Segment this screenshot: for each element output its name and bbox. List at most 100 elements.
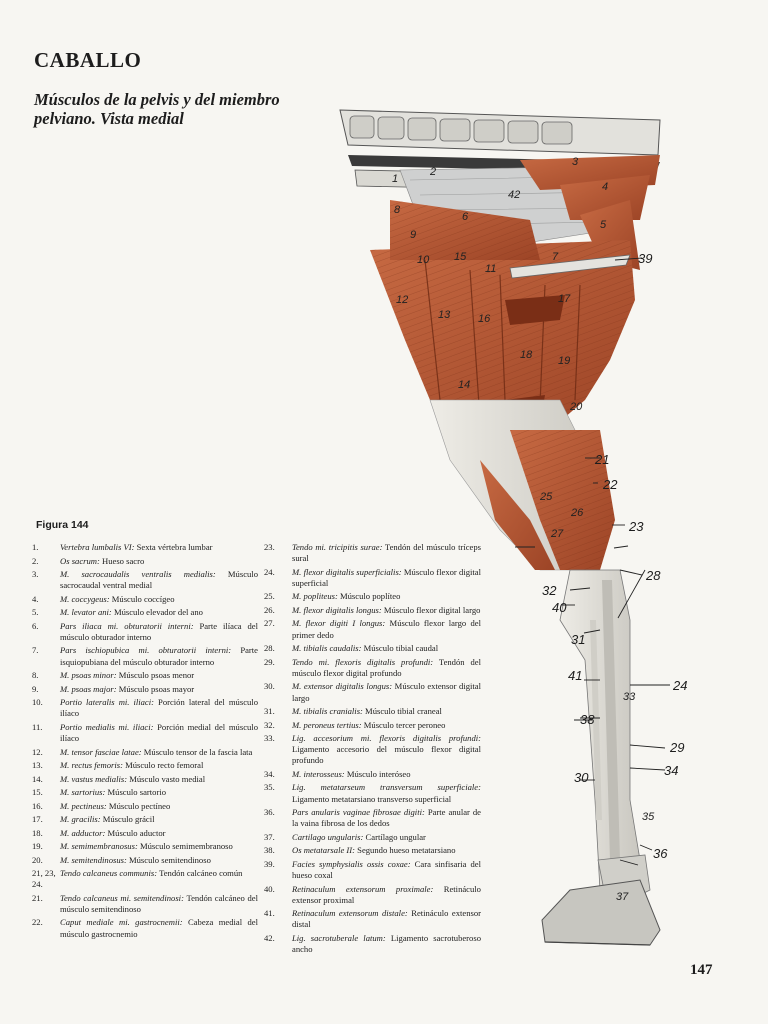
legend-latin-term: M. tensor fasciae latae: [60,746,142,757]
page-title: CABALLO [34,48,142,72]
legend-latin-term: M. flexor digiti I longus: [292,618,386,629]
callout-29: 29 [669,740,684,755]
legend-spanish-term: Retináculo extensor proximal [292,883,481,905]
legend-number: 24. [264,566,275,577]
legend-number: 5. [32,607,39,618]
legend-latin-term: Cartilago ungularis: [292,831,364,842]
legend-spanish-term: Músculo vasto medial [127,773,206,784]
callout-5: 5 [600,219,607,231]
legend-spanish-term: Retináculo extensor distal [292,908,482,930]
callout-17: 17 [558,293,571,305]
callout-15: 15 [454,251,467,263]
legend-spanish-term: Parte anular de la vaina fibrosa de los … [292,807,482,829]
legend-latin-term: M. flexor digitalis longus: [292,604,382,615]
legend-column-left: 1.Vertebra lumbalis VI: Sexta vértebra l… [32,542,258,942]
legend-entry: 10. Portio lateralis mi. iliaci: Porción … [32,697,258,719]
legend-entry: 42.Lig. sacrotuberale latum: Ligamento s… [264,933,481,955]
legend-number: 12. [32,746,43,757]
legend-spanish-term: Músculo semitendinoso [126,854,211,865]
legend-text: Vertebra lumbalis VI: Sexta vértebra lum… [60,542,258,553]
legend-entry: 26.M. flexor digitalis longus: Músculo f… [264,605,481,616]
callout-34: 34 [664,763,678,778]
legend-spanish-term: Ligamento accesorio del músculo flexor d… [292,744,481,766]
legend-latin-term: Tendo mi. flexoris digitalis profundi: [292,656,434,667]
legend-spanish-term: Segundo hueso metatarsiano [355,845,456,856]
legend-spanish-term: Músculo interóseo [344,768,411,779]
legend-text: M. levator ani: Músculo elevador del ano [60,607,258,618]
legend-number: 26. [264,604,275,615]
legend-entry: 21.Tendo calcaneus mi. semitendinosi: Te… [32,893,258,915]
legend-number: 19. [32,841,43,852]
callout-40: 40 [552,600,567,615]
legend-text: Lig. metatarseum transversum superficial… [292,782,481,804]
legend-entry: 2.Os sacrum: Hueso sacro [32,556,258,567]
legend-text: M. vastus medialis: Músculo vasto medial [60,774,258,785]
legend-spanish-term: Ligamento sacrotuberoso ancho [292,932,481,955]
callout-1: 1 [392,173,398,185]
legend-text: M. adductor: Músculo aductor [60,828,258,839]
legend-entry: 41.Retinaculum extensorum distale: Retin… [264,908,481,930]
legend-spanish-term: Hueso sacro [99,555,145,566]
callout-27: 27 [550,528,564,540]
legend-entry: 36.Pars anularis vaginae fibrosae digiti… [264,807,481,829]
legend-text: Tendo mi. flexoris digitalis profundi: T… [292,657,481,679]
legend-number: 25. [264,591,275,602]
legend-number: 42. [264,932,275,943]
legend-entry: 14. M. vastus medialis: Músculo vasto med… [32,774,258,785]
legend-spanish-term: Parte isquiopubiana del músculo obturado… [60,645,258,667]
legend-latin-term: M. flexor digitalis superficialis: [292,566,402,577]
legend-text: Lig. accesorium mi. flexoris digitalis p… [292,733,481,767]
legend-spanish-term: Músculo sacrocaudal ventral medial [60,569,258,591]
legend-spanish-term: Músculo tibial caudal [361,643,439,654]
legend-number: 10. [32,697,43,708]
legend-text: Os sacrum: Hueso sacro [60,556,258,567]
legend-spanish-term: Tendón del músculo flexor digital profun… [292,656,481,678]
legend-spanish-term: Músculo psoas mayor [116,683,195,694]
legend-entry: 17.M. gracilis: Músculo grácil [32,814,258,825]
legend-text: M. sartorius: Músculo sartorio [60,787,258,798]
legend-entry: 16.M. pectineus: Músculo pectíneo [32,801,258,812]
legend-entry: 39.Facies symphysialis ossis coxae: Cara… [264,859,481,881]
legend-entry: 35.Lig. metatarseum transversum superfic… [264,782,481,804]
legend-entry: 25.M. popliteus: Músculo poplíteo [264,591,481,602]
legend-number: 14. [32,773,43,784]
callout-18: 18 [520,349,533,361]
legend-spanish-term: Músculo recto femoral [122,760,204,771]
callout-24: 24 [672,678,687,693]
legend-entry: 1.Vertebra lumbalis VI: Sexta vértebra l… [32,542,258,553]
legend-number: 40. [264,883,275,894]
legend-entry: 31.M. tibialis cranialis: Músculo tibial… [264,706,481,717]
legend-text: M. sacrocaudalis ventralis medialis: Mús… [60,569,258,591]
legend-number: 22. [32,917,43,928]
legend-entry: 12. M. tensor fasciae latae: Músculo tens… [32,747,258,758]
legend-latin-term: Lig. accesorium mi. flexoris digitalis p… [292,733,481,744]
callout-41: 41 [568,668,582,683]
legend-number: 13. [32,760,43,771]
legend-latin-term: M. rectus femoris: [60,760,123,771]
legend-latin-term: Portio medialis mi. iliaci: [60,721,154,732]
legend-spanish-term: Músculo flexor largo del primer dedo [292,618,481,640]
legend-latin-term: Caput mediale mi. gastrocnemii: [60,917,183,928]
legend-number: 32. [264,719,275,730]
legend-spanish-term: Músculo coccígeo [109,593,175,604]
legend-entry: 21, 23, 24.Tendo calcaneus communis: Ten… [32,868,258,890]
legend-text: M. extensor digitalis longus: Músculo ex… [292,681,481,703]
legend-latin-term: Retinaculum extensorum proximale: [292,883,434,894]
legend-text: M. tensor fasciae latae: Músculo tensor … [60,747,258,758]
callout-28: 28 [645,568,661,583]
legend-entry: 29.Tendo mi. flexoris digitalis profundi… [264,657,481,679]
callout-6: 6 [462,211,469,223]
legend-text: Tendo calcaneus communis: Tendón calcáne… [60,868,258,890]
callout-3: 3 [572,156,579,168]
legend-text: Portio lateralis mi. iliaci: Porción lat… [60,697,258,719]
legend-spanish-term: Ligamento metatarsiano transverso superf… [292,793,452,804]
legend-text: M. tibialis caudalis: Músculo tibial cau… [292,643,481,654]
legend-spanish-term: Músculo psoas menor [116,670,195,681]
legend-latin-term: M. levator ani: [60,607,112,618]
legend-text: Cartilago ungularis: Cartílago ungular [292,832,481,843]
legend-number: 11. [32,721,43,732]
legend-entry: 32.M. peroneus tertius: Músculo tercer p… [264,720,481,731]
legend-spanish-term: Músculo sartorio [105,787,167,798]
legend-text: M. psoas minor: Músculo psoas menor [60,670,258,681]
legend-number: 39. [264,858,275,869]
